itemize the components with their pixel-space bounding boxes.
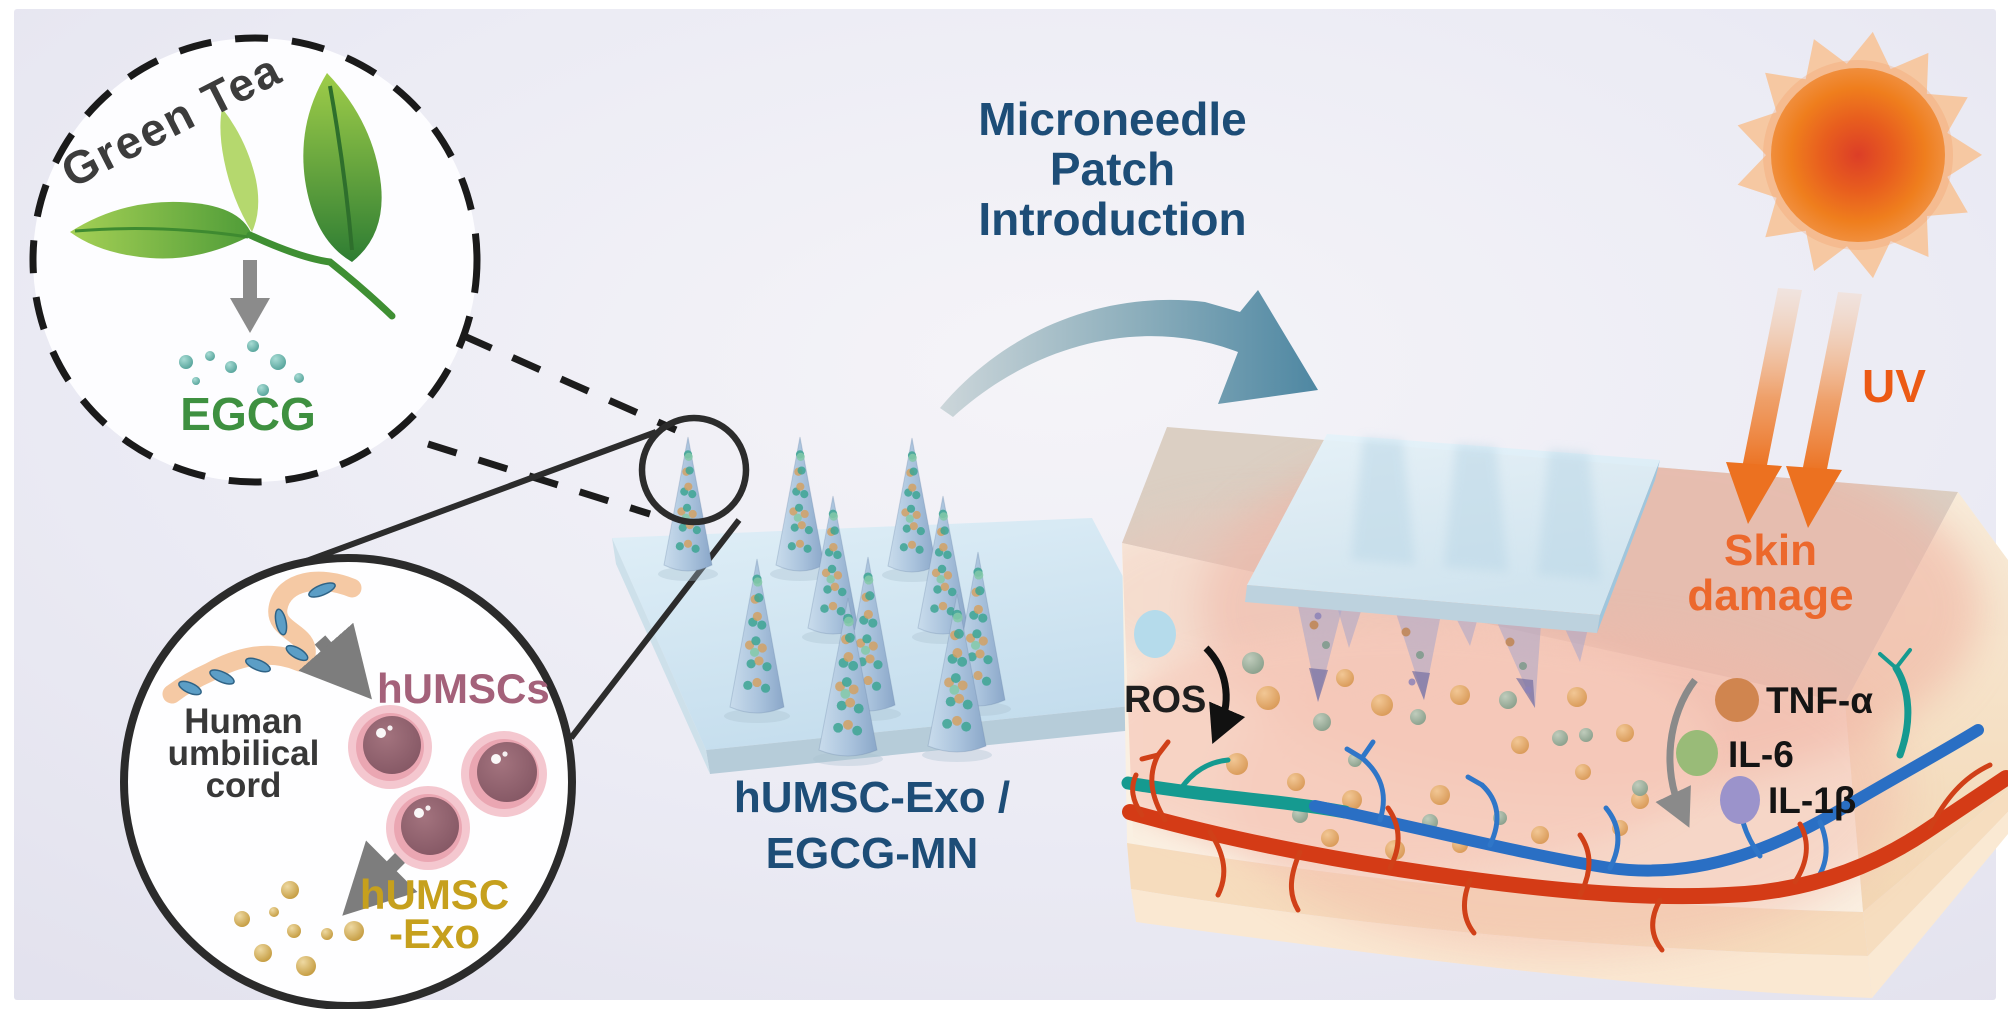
egcg-label: EGCG bbox=[180, 388, 316, 440]
cord-to-cells-arrow-icon bbox=[298, 622, 372, 700]
microneedle-inserted-icon bbox=[1297, 601, 1589, 708]
patch-name-label: hUMSC-Exo / EGCG-MN bbox=[733, 773, 1011, 878]
ros-label: ROS bbox=[1124, 679, 1207, 721]
curved-arrow-icon bbox=[940, 290, 1318, 417]
il1b-label: IL-1β bbox=[1768, 780, 1857, 821]
humscs-label: hUMSCs bbox=[377, 665, 550, 712]
ros-arrow-icon bbox=[1203, 645, 1246, 745]
solid-connector-lines bbox=[291, 429, 742, 740]
applied-patch-slab-icon bbox=[1245, 434, 1660, 633]
ros-blob-icon bbox=[1134, 610, 1176, 658]
umbilical-circle bbox=[120, 554, 576, 1009]
uv-label: UV bbox=[1862, 360, 1926, 412]
sun-icon bbox=[1737, 31, 1982, 279]
down-arrow-icon bbox=[230, 260, 270, 333]
skin-block-icon bbox=[1121, 288, 2008, 998]
intro-title: Microneedle Patch Introduction bbox=[978, 93, 1247, 246]
cells-to-exo-arrow-icon bbox=[342, 840, 418, 916]
tea-leaves-icon bbox=[70, 73, 396, 320]
tnf-alpha-label: TNF-α bbox=[1766, 680, 1873, 721]
cytokine-dot-icon bbox=[1676, 678, 1760, 824]
umbilical-cord-label: Human umbilical cord bbox=[167, 702, 320, 806]
humsc-exo-label: hUMSC -Exo bbox=[359, 871, 510, 957]
il6-label: IL-6 bbox=[1728, 734, 1794, 775]
cytokine-arrow-icon bbox=[1655, 677, 1698, 828]
skin-damage-label: Skin damage bbox=[1687, 526, 1854, 621]
blood-vessel-icon bbox=[1121, 648, 2008, 953]
dashed-connector-lines bbox=[426, 332, 678, 518]
egcg-dots-icon bbox=[179, 340, 304, 396]
magnifier-icon bbox=[638, 414, 750, 526]
exosome-dots-icon bbox=[234, 881, 364, 976]
uv-beam-icon bbox=[1726, 288, 1862, 528]
green-tea-circle bbox=[29, 34, 481, 486]
microneedle-cones bbox=[658, 436, 1011, 766]
